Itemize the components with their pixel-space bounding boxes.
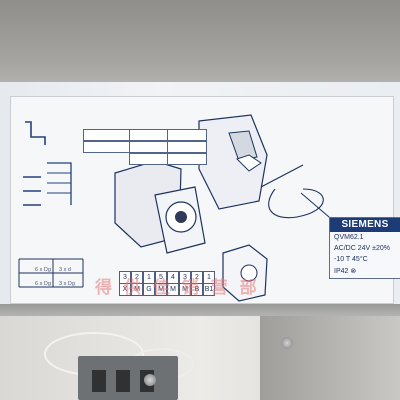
nameplate: SIEMENS QVM62.1 AC/DC 24V ±20% -10 T 45°…	[329, 217, 400, 279]
dimension-4: 3 x Dg	[59, 281, 75, 287]
instruction-label: SIEMENS QVM62.1 AC/DC 24V ±20% -10 T 45°…	[10, 96, 400, 304]
terminal-right-label-4: B	[191, 283, 203, 296]
temperature-label: -10 T 45°C	[334, 256, 368, 263]
terminal-right-5: 1	[203, 271, 215, 284]
terminal-left-label-2: M	[131, 283, 143, 296]
spec-cell-5	[129, 141, 169, 153]
brand-label: SIEMENS	[330, 218, 400, 232]
connector-icon	[78, 356, 178, 400]
sensor-cable-icon	[260, 164, 304, 188]
bottom-right-edge	[260, 316, 400, 400]
spec-cell-6	[167, 141, 207, 153]
spec-cell-7	[129, 153, 169, 165]
dimension-1: 6 x Dg	[35, 267, 51, 273]
protection-label: IP42 ⊗	[334, 268, 357, 275]
supply-label: AC/DC 24V ±20%	[334, 245, 390, 252]
screw-icon	[281, 337, 293, 349]
top-background	[0, 0, 400, 86]
spec-cell-2	[129, 129, 169, 141]
terminal-left-label-1: X	[119, 283, 131, 296]
spec-cell-1	[83, 129, 131, 141]
terminal-right-label-3: M	[179, 283, 191, 296]
watermark-text: 得 供 佳 销 营 部	[95, 278, 260, 298]
spec-cell-8	[167, 153, 207, 165]
spec-cell-3	[167, 129, 207, 141]
spec-cell-4	[83, 141, 131, 153]
terminal-left-2: 2	[131, 271, 143, 284]
terminal-right-label-5: B1	[203, 283, 215, 296]
model-label: QVM62.1	[334, 234, 364, 241]
dimension-3: 6 x Dg	[35, 281, 51, 287]
screw-icon	[23, 176, 41, 206]
terminal-left-label-3: G	[143, 283, 155, 296]
mounting-diagram	[18, 114, 337, 302]
dimension-2: 3 x d	[59, 267, 71, 273]
terminal-right-label-1: M	[155, 283, 167, 296]
bracket-icon	[25, 121, 46, 145]
screw-icon	[144, 374, 156, 386]
terminal-right-label-2: M	[167, 283, 179, 296]
